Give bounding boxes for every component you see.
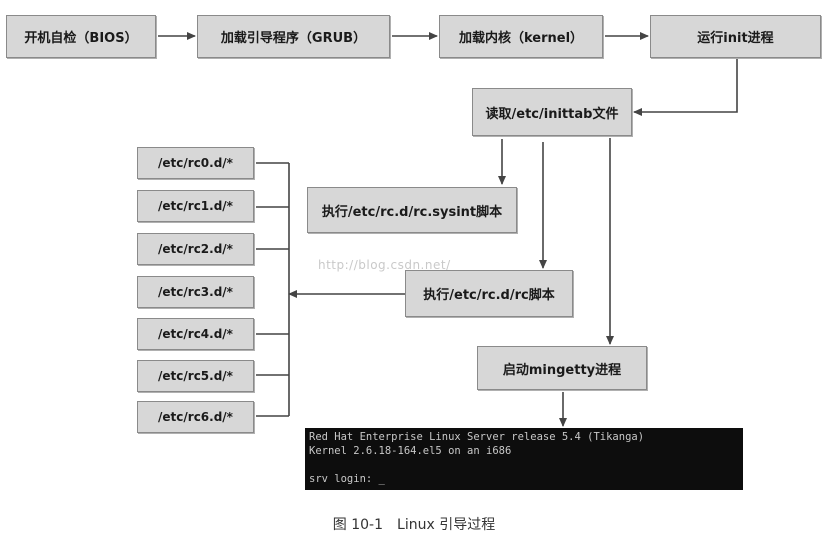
watermark-text: http://blog.csdn.net/	[318, 258, 451, 272]
node-bios: 开机自检（BIOS）	[6, 15, 156, 58]
terminal-login-prompt[interactable]: srv login: _	[309, 473, 385, 485]
figure-caption: 图 10-1 Linux 引导过程	[332, 517, 496, 533]
runlevel-rc2: /etc/rc2.d/*	[137, 233, 254, 265]
node-mingetty: 启动mingetty进程	[477, 346, 647, 390]
node-sysinit: 执行/etc/rc.d/rc.sysint脚本	[307, 187, 517, 233]
bracket-ticks	[256, 162, 289, 417]
runlevel-rc4: /etc/rc4.d/*	[137, 318, 254, 350]
terminal-line-3: ​	[309, 458, 739, 472]
terminal-line-2: Kernel 2.6.18-164.el5 on an i686	[309, 445, 512, 457]
arrow-init-inittab	[633, 58, 738, 116]
node-kernel: 加载内核（kernel）	[439, 15, 603, 58]
login-terminal: Red Hat Enterprise Linux Server release …	[305, 428, 743, 490]
runlevel-rc6: /etc/rc6.d/*	[137, 401, 254, 433]
runlevel-rc0: /etc/rc0.d/*	[137, 147, 254, 179]
node-rc: 执行/etc/rc.d/rc脚本	[405, 270, 573, 317]
node-inittab: 读取/etc/inittab文件	[472, 88, 632, 136]
node-init: 运行init进程	[650, 15, 821, 58]
runlevel-rc3: /etc/rc3.d/*	[137, 276, 254, 308]
terminal-line-1: Red Hat Enterprise Linux Server release …	[309, 431, 645, 443]
runlevel-rc1: /etc/rc1.d/*	[137, 190, 254, 222]
node-grub: 加载引导程序（GRUB）	[197, 15, 390, 58]
runlevel-rc5: /etc/rc5.d/*	[137, 360, 254, 392]
